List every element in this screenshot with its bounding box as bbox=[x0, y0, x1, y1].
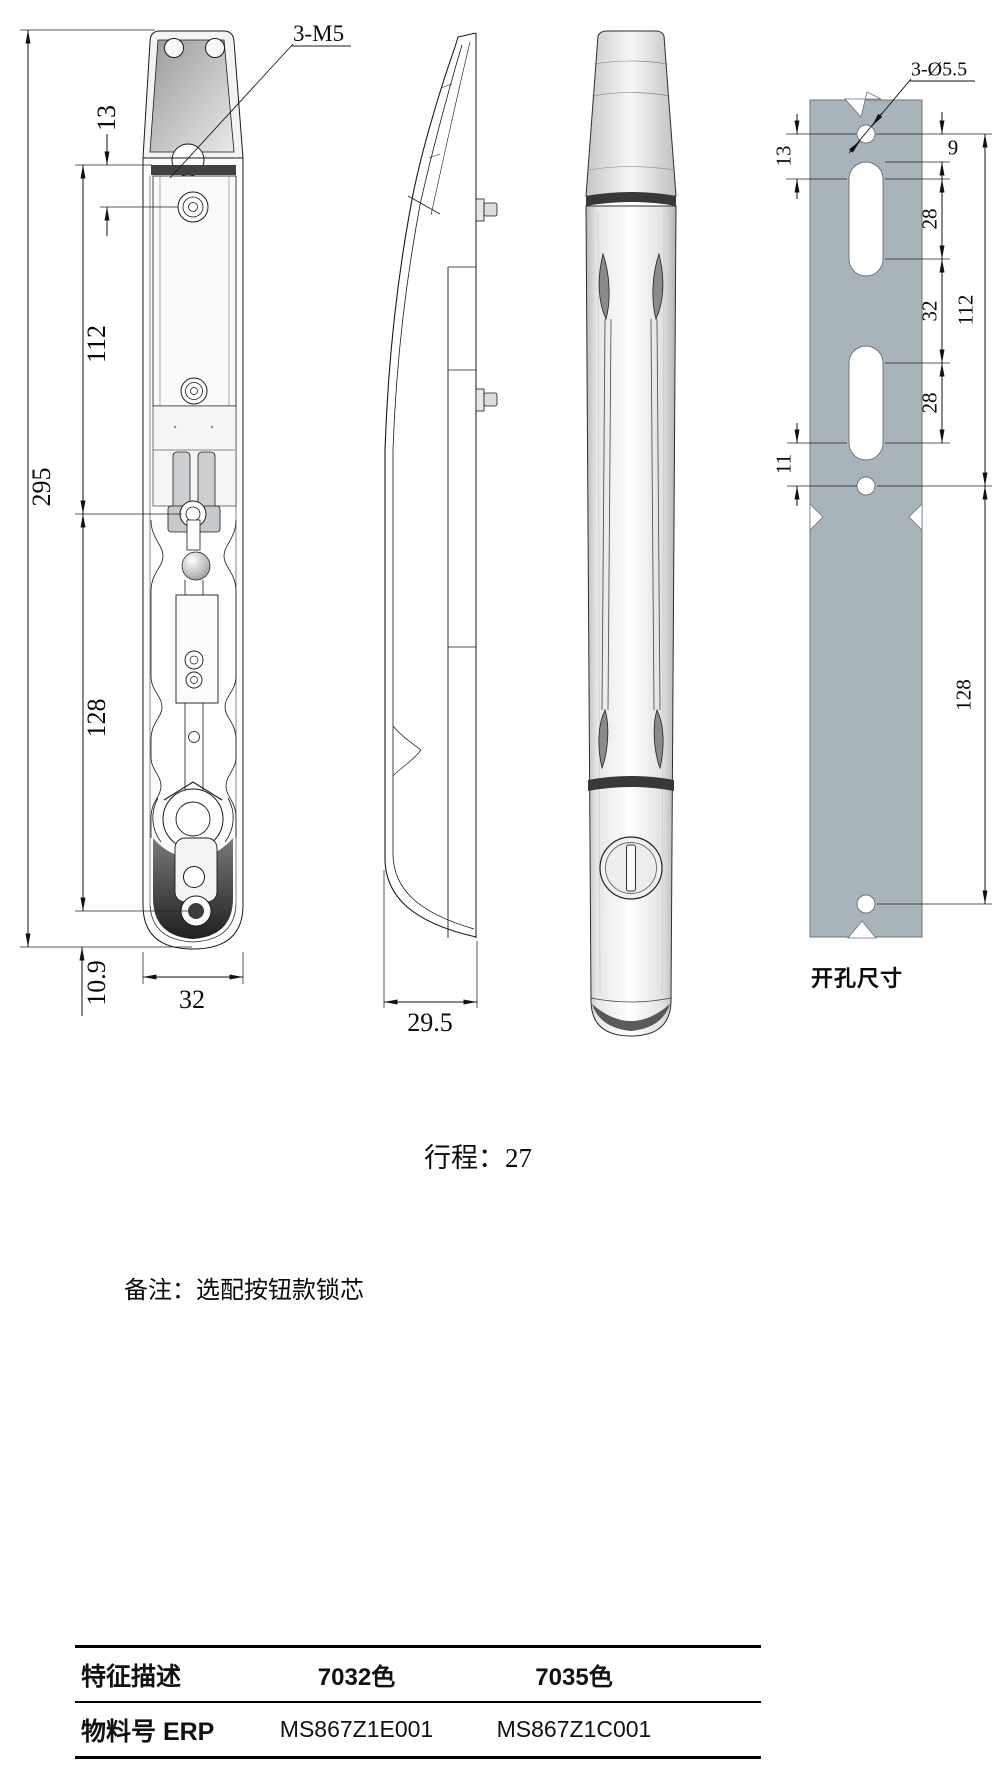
dim-total-height-label: 295 bbox=[27, 467, 56, 507]
cutout-view-title: 开孔尺寸 bbox=[810, 966, 904, 991]
cutout-plate-view bbox=[786, 78, 992, 939]
dim-lower-span-label: 128 bbox=[82, 698, 111, 738]
dim-depth-label: 29.5 bbox=[407, 1008, 453, 1037]
mounting-stud-bottom bbox=[475, 388, 498, 412]
erp-label-cell: 物料号 ERP bbox=[81, 1717, 215, 1746]
cutout-dim-32-label: 32 bbox=[917, 300, 942, 322]
color-7035-header-cell: 7035色 bbox=[535, 1664, 613, 1691]
color-7032-header-cell: 7032色 bbox=[317, 1664, 396, 1691]
spec-table-header-row: 特征描述 7032色 7035色 bbox=[75, 1648, 761, 1703]
dim-bottom-offset-label: 10.9 bbox=[82, 960, 111, 1006]
lock-cylinder bbox=[599, 836, 663, 900]
part-number-7032-cell: MS867Z1E001 bbox=[279, 1716, 434, 1742]
stroke-note: 行程：27 bbox=[424, 1143, 532, 1173]
part-number-7035-cell: MS867Z1C001 bbox=[496, 1716, 652, 1742]
thread-callout-label: 3-M5 bbox=[293, 21, 345, 46]
spec-table-part-row: 物料号 ERP MS867Z1E001 MS867Z1C001 bbox=[75, 1703, 761, 1756]
cutout-dim-112-label: 112 bbox=[953, 294, 978, 326]
cutout-dim-28b-label: 28 bbox=[917, 392, 942, 414]
cutout-dim-128-label: 128 bbox=[951, 679, 976, 711]
dim-top-offset-label: 13 bbox=[92, 105, 121, 131]
front-section-view bbox=[20, 29, 351, 1016]
mounting-stud-top bbox=[475, 198, 498, 222]
cutout-dim-28a-label: 28 bbox=[917, 208, 942, 230]
feature-header-cell: 特征描述 bbox=[81, 1662, 182, 1691]
remark-note: 备注：选配按钮款锁芯 bbox=[124, 1277, 364, 1304]
cutout-dim-9-label: 9 bbox=[947, 135, 959, 160]
cutout-dim-13-label: 13 bbox=[771, 145, 796, 167]
front-3d-view bbox=[585, 30, 677, 1037]
spec-table: 特征描述 7032色 7035色 物料号 ERP MS867Z1E001 MS8… bbox=[75, 1645, 761, 1759]
dim-upper-span-label: 112 bbox=[82, 324, 111, 364]
dim-width-label: 32 bbox=[179, 985, 205, 1014]
side-view bbox=[383, 32, 498, 1008]
cutout-dim-11-label: 11 bbox=[771, 453, 796, 475]
hole-callout-label: 3-Ø5.5 bbox=[911, 58, 968, 81]
